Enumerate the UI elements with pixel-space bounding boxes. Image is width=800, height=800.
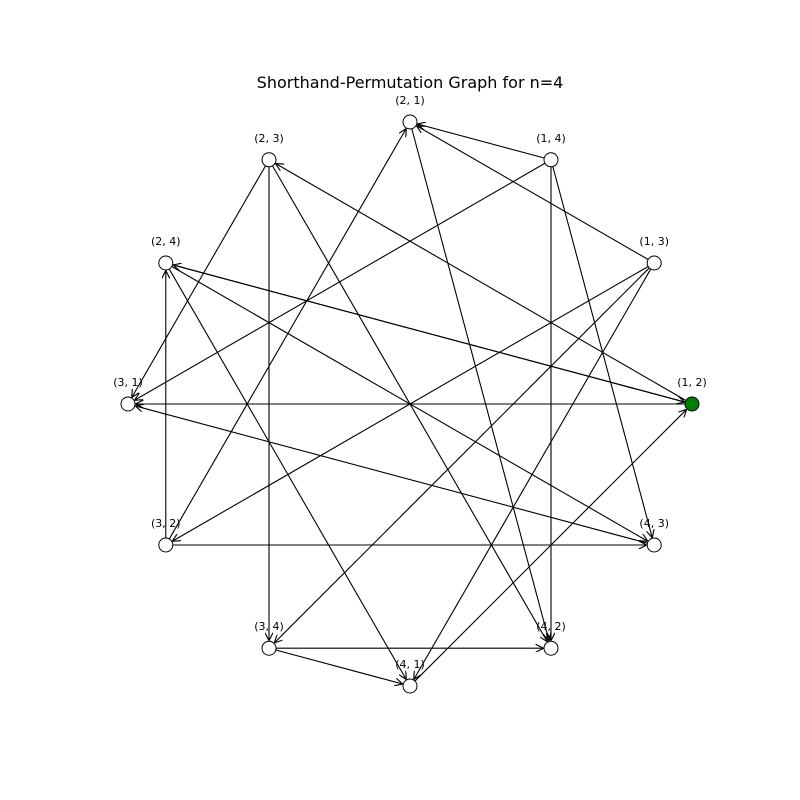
- node-label-31: (3, 1): [113, 376, 143, 389]
- edge-14-to-21: [417, 124, 545, 159]
- node-label-24: (2, 4): [151, 235, 181, 248]
- node-label-12: (1, 2): [677, 376, 707, 389]
- edge-43-to-31: [135, 406, 648, 544]
- node-label-14: (1, 4): [536, 132, 566, 145]
- node-label-32: (3, 2): [151, 517, 181, 530]
- node-31: [120, 396, 136, 412]
- node-label-23: (2, 3): [254, 132, 284, 145]
- edge-24-to-41: [168, 268, 406, 679]
- edge-24-to-12: [172, 264, 685, 402]
- node-label-21: (2, 1): [395, 94, 425, 107]
- node-43: [646, 537, 662, 553]
- edge-13-to-34: [274, 267, 650, 643]
- nodes-group: (1, 2) (1, 3) (1, 4) (2, 1) (2, 3) (2, 4) (3, …: [113, 94, 707, 694]
- edge-14-to-43: [552, 166, 652, 538]
- graph-title: Shorthand-Permutation Graph for n=4: [257, 73, 564, 92]
- node-label-13: (1, 3): [639, 235, 669, 248]
- node-14: [543, 152, 559, 168]
- edge-24-to-43: [171, 266, 648, 542]
- node-21: [402, 114, 418, 130]
- node-41: [402, 678, 418, 694]
- node-24: [158, 255, 174, 271]
- edge-41-to-12: [414, 409, 687, 682]
- node-34: [261, 640, 277, 656]
- node-13: [646, 255, 662, 271]
- edge-21-to-42: [411, 128, 549, 641]
- edge-13-to-21: [416, 126, 649, 260]
- node-label-42: (4, 2): [536, 620, 566, 633]
- edges-group: [132, 124, 687, 684]
- edge-32-to-21: [168, 128, 406, 540]
- edge-34-to-41: [275, 649, 403, 684]
- node-label-34: (3, 4): [254, 620, 284, 633]
- node-label-43: (4, 3): [639, 517, 669, 530]
- node-32: [158, 537, 174, 553]
- node-23: [261, 152, 277, 168]
- node-12: [684, 396, 700, 412]
- edge-12-to-23: [275, 164, 687, 401]
- node-label-41: (4, 1): [395, 658, 425, 671]
- node-42: [543, 640, 559, 656]
